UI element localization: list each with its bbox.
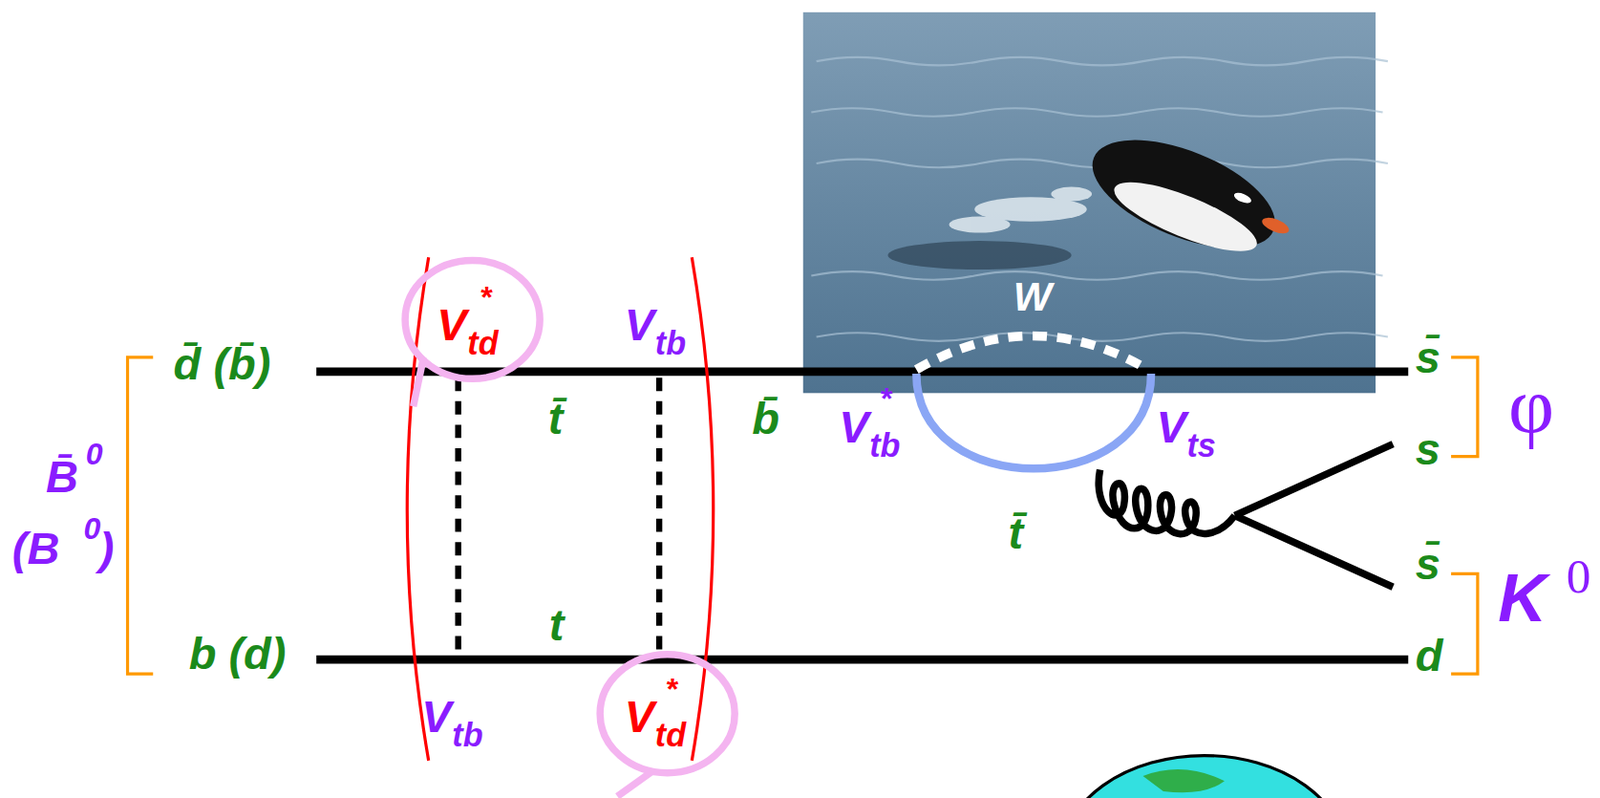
diagram-label: 0	[1566, 551, 1592, 600]
diagram-label: b̄	[751, 396, 780, 442]
diagram-label: b (d)	[189, 630, 287, 676]
diagram-label: t̄	[1007, 510, 1024, 555]
diagram-label: V	[421, 693, 451, 739]
diagram-label: *	[479, 281, 491, 313]
diagram-label: W	[1013, 275, 1052, 317]
diagram-label: td	[467, 326, 498, 360]
diagram-label: B̄	[45, 453, 79, 499]
diagram-label: tb	[655, 326, 686, 360]
diagram-label: s	[1415, 426, 1441, 472]
diagram-label: tb	[869, 428, 900, 462]
diagram-label: K	[1497, 563, 1547, 632]
diagram-label: V	[1155, 404, 1186, 449]
diagram-label: ts	[1186, 428, 1216, 462]
diagram-label: V	[436, 301, 467, 347]
diagram-label: d̄ (b̄)	[173, 341, 272, 387]
diagram-label: V	[624, 693, 655, 739]
diagram-label: *	[665, 673, 678, 704]
diagram-label: s̄	[1415, 334, 1441, 380]
diagram-label: td	[655, 718, 686, 751]
diagram-label: 0	[84, 512, 102, 544]
diagram-label: V	[624, 301, 655, 347]
diagram-label: φ	[1508, 364, 1555, 445]
diagram-label: s̄	[1415, 540, 1441, 586]
diagram-label: 0	[85, 438, 104, 470]
diagram-label: (B	[12, 525, 61, 571]
diagram-label: )	[99, 525, 115, 571]
diagram-label: d	[1415, 632, 1444, 678]
diagram-label: tb	[451, 718, 483, 751]
diagram-label: V	[838, 404, 869, 449]
diagram-label: t	[549, 601, 565, 647]
diagram-label: *	[879, 384, 892, 415]
diagram-label: t̄	[548, 396, 564, 442]
